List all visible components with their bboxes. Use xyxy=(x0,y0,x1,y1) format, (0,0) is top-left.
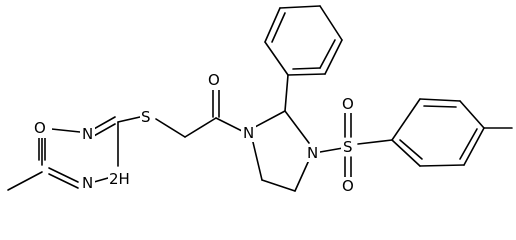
bond-c6-methyl xyxy=(7,171,43,191)
bond-ph-2 xyxy=(264,7,281,43)
bond-tol-d2 xyxy=(459,128,478,160)
bond-ch2-co xyxy=(184,117,217,138)
bond-n4-c3 xyxy=(91,116,116,131)
bond-c2-ph xyxy=(284,74,289,112)
bond-tol-d3 xyxy=(399,139,423,160)
atom-label-layer: O N N 2H S O N N S O O xyxy=(31,70,357,195)
bond-c2-n3 xyxy=(284,110,310,144)
bond-tol-3 xyxy=(459,100,485,129)
bond-tol-1 xyxy=(391,98,421,141)
bond-n4-c3-2 xyxy=(91,123,116,138)
atom-imidazolidine-n3: N xyxy=(307,144,318,162)
bond-nh-n1 xyxy=(93,177,109,183)
bond-ph-d2 xyxy=(319,39,336,69)
bond-tol-6 xyxy=(391,139,421,167)
bond-tol-4 xyxy=(463,127,485,166)
atom-imidazolidine-n1: N xyxy=(243,124,254,142)
bond-ph-4 xyxy=(319,5,343,41)
atom-triazine-n4: N xyxy=(82,125,93,143)
bond-ph-d1 xyxy=(271,12,286,43)
atom-sulfonyl-o-top: O xyxy=(342,95,354,113)
bond-n1-c6 xyxy=(48,167,79,183)
bond-co-n1 xyxy=(215,117,243,132)
bond-ph-3 xyxy=(279,5,321,9)
bond-ph-1 xyxy=(264,41,289,76)
atom-amide-o: O xyxy=(208,71,220,89)
bond-n3-c4 xyxy=(294,159,310,192)
atom-sulfonyl-o-bottom: O xyxy=(342,177,354,195)
bond-c3-s xyxy=(117,116,141,123)
bond-layer xyxy=(7,5,513,192)
bond-ph-d3 xyxy=(292,67,321,70)
bond-tol-5 xyxy=(419,164,465,167)
bond-ph-5 xyxy=(324,39,343,75)
atom-sulfonyl-s: S xyxy=(343,138,353,156)
bond-n1-c2 xyxy=(252,110,286,129)
bond-n1-c6-2 xyxy=(48,173,79,189)
bond-tol-2 xyxy=(419,98,461,102)
bond-ph-6 xyxy=(287,73,326,76)
atom-triazine-n1: N xyxy=(82,174,93,192)
bond-c5-n1 xyxy=(251,137,263,181)
atom-triazine-nh: 2H xyxy=(109,170,130,188)
atom-thioether-s: S xyxy=(141,108,151,126)
bond-c4-c5 xyxy=(261,179,296,192)
chemical-structure: O N N 2H S O N N S O O xyxy=(7,5,513,195)
bond-n3-s xyxy=(319,147,344,153)
bond-tol-d1 xyxy=(423,105,457,108)
atom-carbonyl-o: O xyxy=(34,119,46,137)
bond-s-ch2 xyxy=(155,118,186,138)
bond-s-tolyl xyxy=(357,139,393,145)
